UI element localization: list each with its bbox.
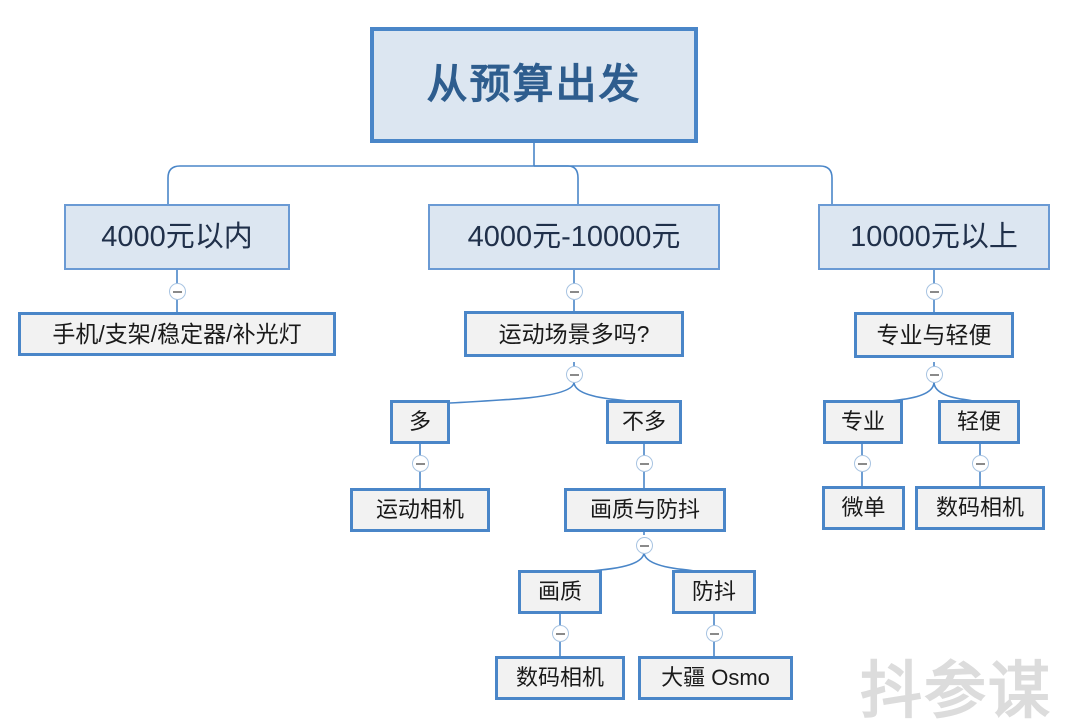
node-digital-camera-light[interactable]: 数码相机 [915,486,1045,530]
node-action-camera[interactable]: 运动相机 [350,488,490,532]
collapse-toggle-quality-stabilization[interactable] [636,537,653,554]
node-budget-low-child-label: 手机/支架/稳定器/补光灯 [52,320,302,347]
node-budget-low-child[interactable]: 手机/支架/稳定器/补光灯 [18,312,336,356]
node-budget-low[interactable]: 4000元以内 [64,204,290,270]
node-stabilization-label: 防抖 [691,579,736,605]
node-quality-stabilization[interactable]: 画质与防抖 [564,488,726,532]
collapse-toggle-quality[interactable] [552,625,569,642]
collapse-toggle-sports-many[interactable] [412,455,429,472]
collapse-toggle-stabilization[interactable] [706,625,723,642]
collapse-toggle-light[interactable] [972,455,989,472]
node-quality[interactable]: 画质 [518,570,602,614]
node-dji-osmo-label: 大疆 Osmo [661,665,770,691]
collapse-toggle-pro-light-question[interactable] [926,366,943,383]
node-root-label: 从预算出发 [426,61,642,108]
node-pro[interactable]: 专业 [823,400,903,444]
node-pro-label: 专业 [840,409,885,435]
node-digital-camera-quality-label: 数码相机 [515,665,604,691]
node-budget-high-label: 10000元以上 [850,220,1018,253]
node-mirrorless-label: 微单 [841,495,886,521]
node-sports-few[interactable]: 不多 [606,400,682,444]
node-budget-mid-label: 4000元-10000元 [467,220,681,253]
node-budget-high[interactable]: 10000元以上 [818,204,1050,270]
node-sports-few-label: 不多 [621,409,666,435]
collapse-toggle-sports-few[interactable] [636,455,653,472]
node-light[interactable]: 轻便 [938,400,1020,444]
node-quality-stabilization-label: 画质与防抖 [589,497,700,523]
node-action-camera-label: 运动相机 [375,497,464,523]
collapse-toggle-budget-low[interactable] [169,283,186,300]
node-sports-many-label: 多 [408,409,431,435]
node-budget-mid[interactable]: 4000元-10000元 [428,204,720,270]
node-light-label: 轻便 [956,409,1001,435]
watermark: 抖参谋 [860,657,1053,726]
node-root[interactable]: 从预算出发 [370,27,698,143]
node-pro-light-question[interactable]: 专业与轻便 [854,312,1014,358]
node-budget-low-label: 4000元以内 [101,220,253,253]
node-sports-many[interactable]: 多 [390,400,450,444]
node-digital-camera-light-label: 数码相机 [935,495,1024,521]
collapse-toggle-budget-high[interactable] [926,283,943,300]
node-sports-question-label: 运动场景多吗? [498,320,650,347]
collapse-toggle-sports-question[interactable] [566,366,583,383]
node-sports-question[interactable]: 运动场景多吗? [464,311,684,357]
node-quality-label: 画质 [537,579,582,605]
collapse-toggle-budget-mid[interactable] [566,283,583,300]
node-mirrorless[interactable]: 微单 [822,486,905,530]
node-stabilization[interactable]: 防抖 [672,570,756,614]
node-pro-light-question-label: 专业与轻便 [876,321,992,348]
node-dji-osmo[interactable]: 大疆 Osmo [638,656,793,700]
node-digital-camera-quality[interactable]: 数码相机 [495,656,625,700]
collapse-toggle-pro[interactable] [854,455,871,472]
